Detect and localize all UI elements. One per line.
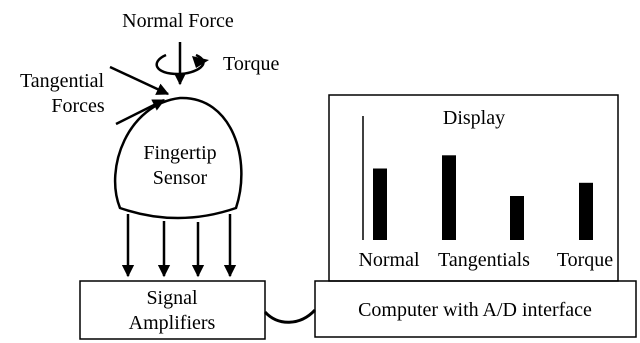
tangential-force-arrow-lower	[115, 98, 166, 126]
fingertip-sensor-shape	[113, 96, 243, 220]
tangential-label-line1: Tangential	[20, 70, 105, 92]
connection-cable	[263, 308, 317, 324]
tick-label-normal: Normal	[358, 249, 420, 271]
torque-arrow-icon	[192, 56, 209, 68]
chart-bar-1	[373, 168, 387, 240]
normal-force-label: Normal Force	[122, 10, 234, 32]
sensor-signal-lines	[121, 214, 237, 278]
sensor-label-line2: Sensor	[153, 167, 208, 189]
tangential-label-line2: Forces	[51, 95, 105, 117]
tangential-force-arrow-upper	[109, 65, 170, 96]
chart-bars	[373, 155, 593, 240]
tick-label-tangentials: Tangentials	[438, 249, 530, 271]
display-title: Display	[443, 107, 505, 129]
sensor-label-line1: Fingertip	[143, 142, 216, 164]
tick-label-torque: Torque	[557, 249, 613, 271]
torque-label: Torque	[223, 53, 279, 75]
amp-label-line1: Signal	[146, 287, 198, 309]
chart-bar-2	[442, 155, 456, 240]
amp-label-line2: Amplifiers	[129, 312, 216, 334]
computer-label: Computer with A/D interface	[358, 299, 592, 321]
signal-amplifiers-box	[79, 280, 266, 340]
chart-bar-3	[510, 196, 524, 240]
chart-bar-4	[579, 182, 593, 240]
display-box	[328, 94, 619, 282]
